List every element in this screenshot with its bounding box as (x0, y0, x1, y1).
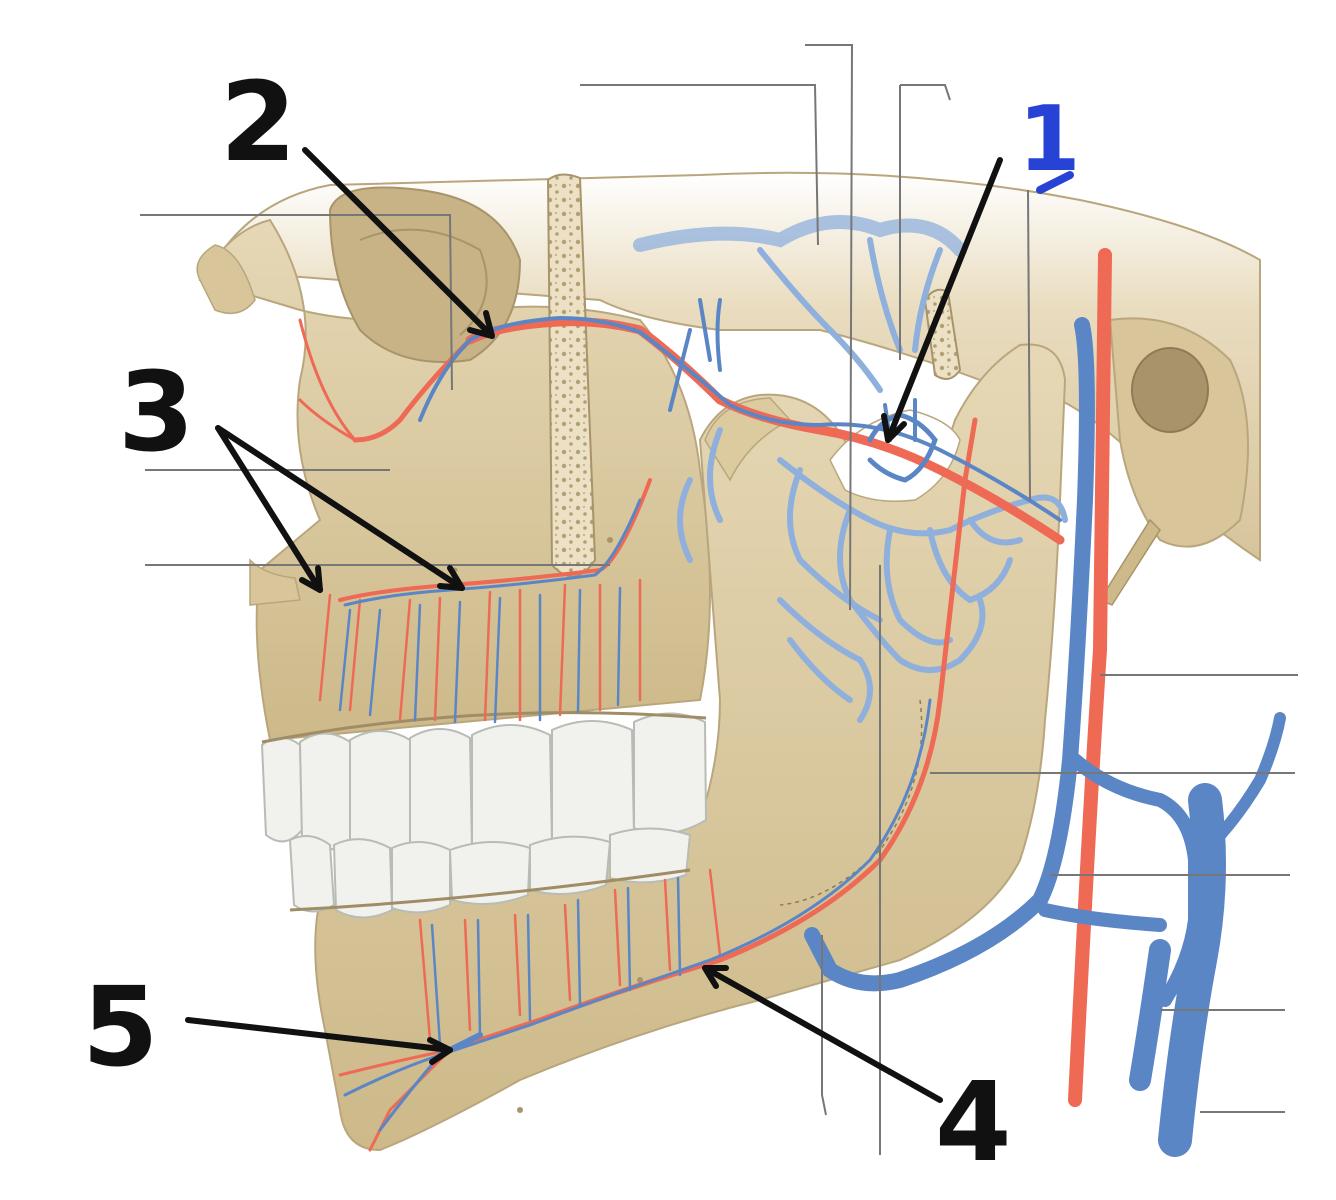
arrow-1 (881, 157, 1003, 443)
internal-jugular-vein (1158, 783, 1226, 1157)
inferior-alveolar-artery (447, 697, 943, 1053)
lower-teeth (288, 827, 692, 919)
label-1-tick (1036, 171, 1074, 194)
teeth (260, 711, 708, 919)
label-4: 4 (935, 1058, 1012, 1186)
label-2: 2 (220, 58, 297, 186)
arrow-2 (302, 147, 495, 339)
label-3: 3 (118, 348, 195, 476)
articular-cut-section (923, 288, 962, 380)
label-5: 5 (82, 963, 159, 1091)
arteries (298, 248, 1112, 1152)
arrow-5 (185, 1017, 453, 1065)
external-acoustic-meatus (1131, 347, 1209, 433)
arrow-4 (702, 965, 943, 1103)
external-carotid-artery (1068, 248, 1112, 1107)
arrow-3 (215, 425, 465, 593)
retromandibular-vein (804, 317, 1095, 992)
veins (338, 298, 1286, 1157)
leader-lines (140, 44, 1298, 1155)
nasal-bone (196, 244, 256, 315)
annotation-arrows (185, 147, 1003, 1103)
pterygoid-venous-plexus (633, 215, 1068, 723)
styloid-process (1098, 518, 1161, 606)
annotation-labels: 2 3 1 5 4 (82, 58, 1081, 1186)
upper-teeth (260, 712, 708, 863)
